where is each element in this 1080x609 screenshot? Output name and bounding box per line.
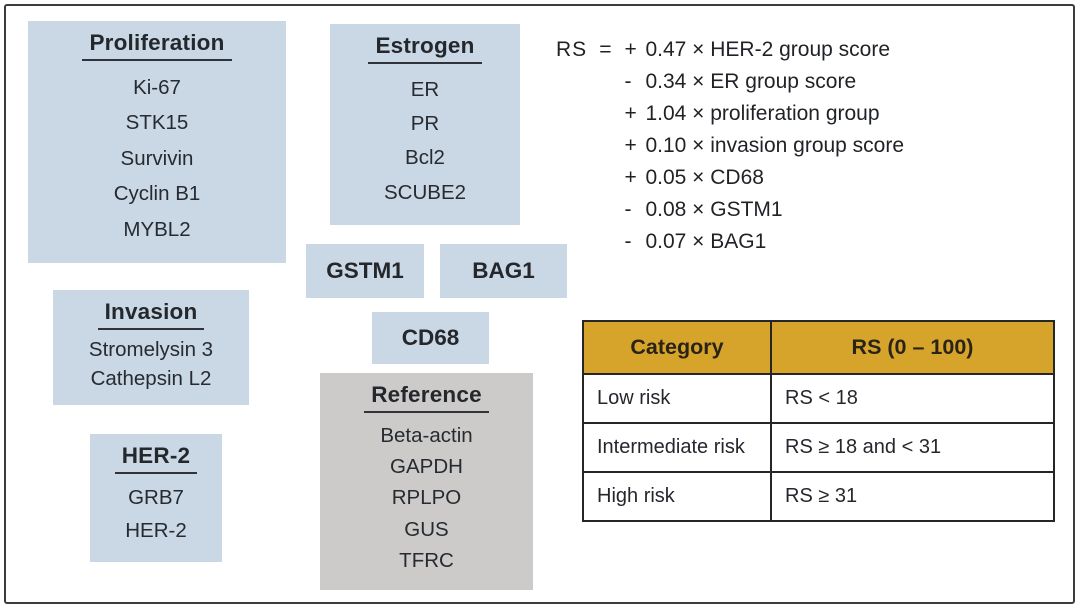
gene-er: ER — [410, 77, 440, 101]
her2-group-box: HER-2 GRB7 HER-2 — [90, 434, 222, 562]
risk-category-cell: High risk — [582, 471, 772, 522]
formula-line-bag1: -0.07 × BAG1 — [624, 230, 767, 253]
formula-line-proliferation: +1.04 × proliferation group — [624, 102, 880, 125]
gene-grb7: GRB7 — [128, 486, 184, 510]
gstm1-gene-box: GSTM1 — [306, 244, 424, 298]
risk-table-header-rs: RS (0 – 100) — [770, 320, 1055, 375]
gene-stk15: STK15 — [125, 111, 189, 135]
her2-title: HER-2 — [114, 443, 198, 474]
gene-mybl2: MYBL2 — [123, 217, 191, 241]
formula-line-invasion: +0.10 × invasion group score — [624, 134, 905, 157]
risk-table-row-intermediate: Intermediate risk RS ≥ 18 and < 31 — [582, 422, 1055, 473]
estrogen-group-box: Estrogen ER PR Bcl2 SCUBE2 — [330, 24, 520, 225]
formula-terms: +0.47 × HER-2 group score -0.34 × ER gro… — [624, 34, 904, 258]
invasion-gene-list: Stromelysin 3 Cathepsin L2 — [53, 330, 249, 405]
invasion-group-box: Invasion Stromelysin 3 Cathepsin L2 — [53, 290, 249, 405]
proliferation-gene-list: Ki-67 STK15 Survivin Cyclin B1 MYBL2 — [28, 61, 286, 263]
risk-table-row-low: Low risk RS < 18 — [582, 373, 1055, 424]
invasion-title: Invasion — [97, 299, 205, 330]
cd68-gene-box: CD68 — [372, 312, 489, 364]
formula-line-cd68: +0.05 × CD68 — [624, 166, 764, 189]
gene-rplpo: RPLPO — [391, 486, 462, 510]
reference-gene-list: Beta-actin GAPDH RPLPO GUS TFRC — [320, 413, 533, 590]
formula-line-er: -0.34 × ER group score — [624, 70, 857, 93]
risk-category-cell: Intermediate risk — [582, 422, 772, 473]
risk-table-header-row: Category RS (0 – 100) — [582, 320, 1055, 375]
gene-ki-67: Ki-67 — [133, 75, 181, 99]
gene-beta-actin: Beta-actin — [380, 423, 473, 447]
proliferation-group-box: Proliferation Ki-67 STK15 Survivin Cycli… — [28, 21, 286, 263]
gene-stromelysin-3: Stromelysin 3 — [88, 338, 214, 361]
risk-table-row-high: High risk RS ≥ 31 — [582, 471, 1055, 522]
risk-rs-cell: RS ≥ 18 and < 31 — [770, 422, 1055, 473]
formula-line-gstm1: -0.08 × GSTM1 — [624, 198, 783, 221]
risk-category-cell: Low risk — [582, 373, 772, 424]
formula-lhs: RS — [556, 38, 588, 61]
recurrence-score-formula: RS = +0.47 × HER-2 group score -0.34 × E… — [556, 34, 904, 258]
estrogen-title: Estrogen — [368, 33, 482, 64]
gene-gapdh: GAPDH — [390, 455, 463, 478]
risk-rs-cell: RS < 18 — [770, 373, 1055, 424]
her2-gene-list: GRB7 HER-2 — [90, 474, 222, 562]
gene-gus: GUS — [404, 517, 449, 541]
risk-category-table: Category RS (0 – 100) Low risk RS < 18 I… — [582, 320, 1055, 522]
figure-border — [4, 4, 1075, 604]
gene-bcl2: Bcl2 — [405, 146, 445, 170]
formula-line-her2: +0.47 × HER-2 group score — [624, 38, 890, 61]
reference-title: Reference — [364, 382, 489, 413]
risk-rs-cell: RS ≥ 31 — [770, 471, 1055, 522]
gene-cyclin-b1: Cyclin B1 — [113, 182, 201, 206]
proliferation-title: Proliferation — [82, 30, 232, 61]
bag1-gene-box: BAG1 — [440, 244, 567, 298]
gene-survivin: Survivin — [120, 146, 194, 170]
reference-group-box: Reference Beta-actin GAPDH RPLPO GUS TFR… — [320, 373, 533, 590]
gene-cathepsin-l2: Cathepsin L2 — [90, 366, 212, 390]
estrogen-gene-list: ER PR Bcl2 SCUBE2 — [330, 64, 520, 225]
formula-equals-sign: = — [599, 38, 612, 61]
gene-tfrc: TFRC — [399, 548, 454, 572]
gene-her-2: HER-2 — [125, 519, 187, 543]
gene-scube2: SCUBE2 — [383, 180, 467, 204]
risk-table-header-category: Category — [582, 320, 772, 375]
gene-pr: PR — [410, 112, 440, 136]
